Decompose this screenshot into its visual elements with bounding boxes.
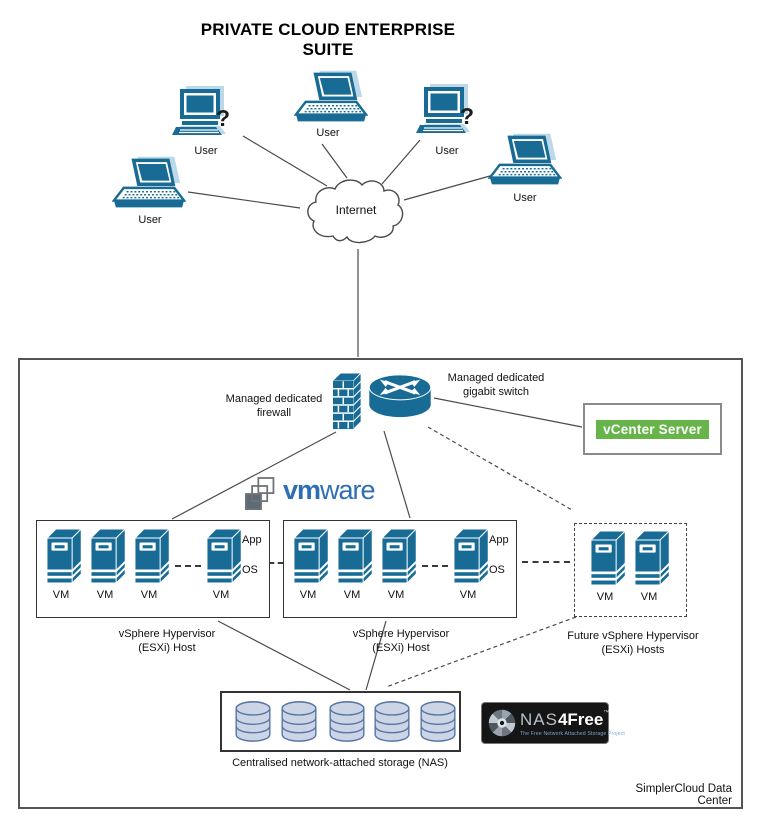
app-label: App bbox=[242, 534, 262, 546]
vm-label: VM bbox=[596, 591, 614, 603]
nas4free-aperture-icon bbox=[485, 706, 519, 740]
vm-label: VM bbox=[52, 589, 70, 601]
server-icon bbox=[91, 529, 127, 583]
disk-icon bbox=[328, 700, 366, 743]
host1-caption: vSphere Hypervisor (ESXi) Host bbox=[118, 628, 216, 654]
datacenter-caption: SimplerCloud Data Center bbox=[635, 783, 732, 807]
vm-label: VM bbox=[387, 589, 405, 601]
firewall-label: Managed dedicated firewall bbox=[225, 393, 323, 419]
host1-box: App OS VM VM VM VM bbox=[36, 520, 270, 618]
vm-label: VM bbox=[640, 591, 658, 603]
laptop-icon bbox=[112, 156, 186, 212]
user-label: User bbox=[138, 214, 162, 226]
user-label: User bbox=[435, 145, 459, 157]
laptop-icon bbox=[488, 133, 562, 189]
nas4free-trademark: ™ bbox=[603, 710, 610, 716]
vmware-squares-icon bbox=[245, 475, 277, 513]
vmware-wordmark: vmware bbox=[283, 475, 376, 506]
more-vms-ellipsis bbox=[422, 565, 448, 567]
vm-label: VM bbox=[140, 589, 158, 601]
nas4free-name-gray: NAS bbox=[520, 710, 558, 729]
server-icon bbox=[591, 531, 627, 585]
user-label: User bbox=[316, 127, 340, 139]
datacenter-box bbox=[18, 358, 743, 809]
host2-caption: vSphere Hypervisor (ESXi) Host bbox=[352, 628, 450, 654]
app-label: App bbox=[489, 534, 509, 546]
future-hosts-caption: Future vSphere Hypervisor (ESXi) Hosts bbox=[567, 630, 699, 656]
host2-box: App OS VM VM VM VM bbox=[283, 520, 517, 618]
vm-label: VM bbox=[212, 589, 230, 601]
switch-label: Managed dedicated gigabit switch bbox=[447, 372, 545, 398]
vm-label: VM bbox=[343, 589, 361, 601]
question-mark-label: ? bbox=[460, 103, 475, 129]
server-icon bbox=[635, 531, 671, 585]
vmware-wordmark-rest: ware bbox=[320, 475, 376, 505]
user-label: User bbox=[194, 145, 218, 157]
nas4free-name-bold: 4Free bbox=[557, 710, 604, 729]
vmware-wordmark-bold: vm bbox=[283, 475, 321, 505]
page-title: PRIVATE CLOUD ENTERPRISE SUITE bbox=[200, 20, 456, 59]
switch-icon bbox=[366, 372, 434, 420]
server-icon bbox=[454, 529, 490, 583]
nas4free-tagline: The Free Network Attached Storage Projec… bbox=[520, 731, 625, 737]
os-label: OS bbox=[489, 564, 505, 576]
internet-label: Internet bbox=[335, 203, 377, 217]
vm-label: VM bbox=[459, 589, 477, 601]
future-hosts-box: VM VM bbox=[574, 523, 687, 617]
server-icon bbox=[382, 529, 418, 583]
question-mark-label: ? bbox=[216, 105, 231, 131]
os-label: OS bbox=[242, 564, 258, 576]
server-icon bbox=[47, 529, 83, 583]
server-icon bbox=[207, 529, 243, 583]
nas4free-logo: NAS4Free™ The Free Network Attached Stor… bbox=[481, 702, 625, 744]
disk-icon bbox=[373, 700, 411, 743]
vcenter-label: vCenter Server bbox=[596, 419, 709, 439]
user-label: User bbox=[513, 192, 537, 204]
more-vms-ellipsis bbox=[175, 565, 201, 567]
nas-caption: Centralised network-attached storage (NA… bbox=[232, 757, 448, 769]
laptop-icon bbox=[294, 70, 368, 126]
vm-label: VM bbox=[299, 589, 317, 601]
disk-icon bbox=[234, 700, 272, 743]
nas4free-wordmark: NAS4Free™ bbox=[520, 710, 609, 730]
server-icon bbox=[338, 529, 374, 583]
hosts-gap-ellipsis bbox=[269, 562, 283, 564]
hosts-gap-ellipsis bbox=[522, 561, 570, 563]
vmware-logo: vmware bbox=[243, 472, 383, 516]
vm-label: VM bbox=[96, 589, 114, 601]
server-icon bbox=[294, 529, 330, 583]
disk-icon bbox=[419, 700, 457, 743]
server-icon bbox=[135, 529, 171, 583]
nas-box bbox=[220, 691, 461, 752]
disk-icon bbox=[280, 700, 318, 743]
firewall-icon bbox=[333, 372, 361, 432]
vcenter-box: vCenter Server bbox=[583, 403, 722, 455]
